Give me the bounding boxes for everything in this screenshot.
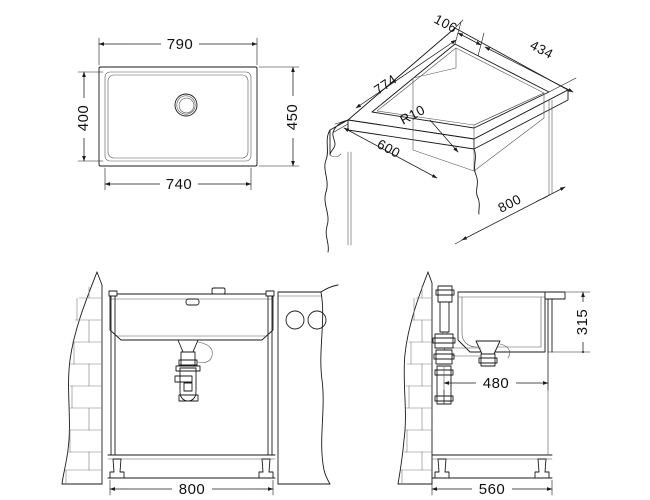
worktop-break-curve [329,153,342,158]
dim-label-740: 740 [166,176,193,193]
dim-label-560: 560 [479,481,506,498]
ext-800-iso-a [454,238,465,245]
dim-label-450: 450 [284,104,301,131]
ext-774-b [334,119,349,125]
front-overflow-slot [185,298,200,306]
cabinet-break-outline-left [324,129,331,253]
front-post-left-cap [108,290,118,297]
dim-315-text-bg [573,302,593,342]
side-valve-lower [435,349,453,365]
side-wall-break-curve [397,271,429,485]
side-valve-lower-clamp [433,353,455,360]
dim-560-text-bg [472,479,512,499]
dim-800-front-text-bg [172,479,212,499]
side-wall-brick-hatch [400,285,433,485]
front-drain-body [180,351,196,366]
dim-480-text-bg [476,373,516,393]
service-hole-left-icon [285,310,305,330]
side-valve-upper [437,285,453,303]
front-trap-clamp-mid [174,375,193,383]
side-sink-inner-profile [461,296,542,348]
front-trap-valve [183,382,193,392]
cabinet-break-outline-right [473,148,480,215]
front-right-wall-break [320,291,331,485]
dim-label-800-iso: 800 [496,191,524,215]
worktop-break-edge-left [329,119,349,156]
side-sink-body [457,291,546,353]
dim-450-text-bg [283,96,303,138]
front-trap-clamp-top [175,365,201,372]
dim-leader-r10 [429,119,459,153]
side-overflow-pipe [499,343,511,359]
service-hole-right-icon [307,310,327,330]
basin-side-wall [473,92,545,172]
basin-back-wall [412,77,475,172]
dim-line-774 [355,39,457,109]
view-front-elevation: 800 [61,271,339,499]
view-isometric: 106 434 774 R10 600 800 [324,11,577,253]
front-wall-break-curve [61,271,98,485]
front-trap-clamp-bot [178,394,199,402]
front-drain-funnel [177,339,199,353]
dim-790-text-bg [161,34,199,54]
front-wall-brick-hatch [64,286,103,485]
front-drain-clamp-1 [178,359,198,366]
dim-740-text-bg [160,174,198,194]
dim-line-800-iso [461,186,566,241]
dim-label-434: 434 [528,37,556,62]
dim-line-434 [484,46,574,93]
side-worktop-ledge [544,291,566,300]
dim-label-790: 790 [167,36,194,53]
sink-inner-basin [104,71,252,162]
front-tap-boss [211,287,226,295]
dim-label-315: 315 [574,309,591,336]
side-drain-clamp [478,357,498,364]
dim-label-400: 400 [75,105,92,132]
side-foot-left [434,458,450,479]
side-valve-mid-clamp [432,337,456,344]
drain-outer-circle [174,93,198,117]
side-pipe-upper [439,301,450,333]
dim-line-106 [457,32,482,46]
dim-label-480: 480 [483,375,510,392]
dim-label-800-front: 800 [179,481,206,498]
drain-inner-circle [178,97,195,114]
side-drain-body [480,353,496,367]
side-wall-top-slant [427,271,433,284]
drain-mid-circle [176,95,196,115]
front-foot-right [258,458,274,479]
front-foot-left [109,458,125,479]
side-valve-upper-clamp [435,289,455,296]
front-right-wall-slant [320,284,339,293]
view-top: 790 740 400 450 [74,34,303,194]
ext-774-a [454,19,464,29]
front-post-right-cap [265,290,275,297]
sink-basin-floor [107,74,249,159]
view-side-elevation: 315 480 560 [397,271,593,499]
front-overflow-pipe [197,341,213,363]
dim-400-text-bg [74,98,94,138]
side-foot-right [534,458,550,479]
side-valve-mid [434,333,454,349]
sink-outer-rim [98,66,258,167]
ext-600-a [333,123,349,133]
dim-line-600 [343,127,438,179]
front-wall-top-slant [96,271,103,286]
